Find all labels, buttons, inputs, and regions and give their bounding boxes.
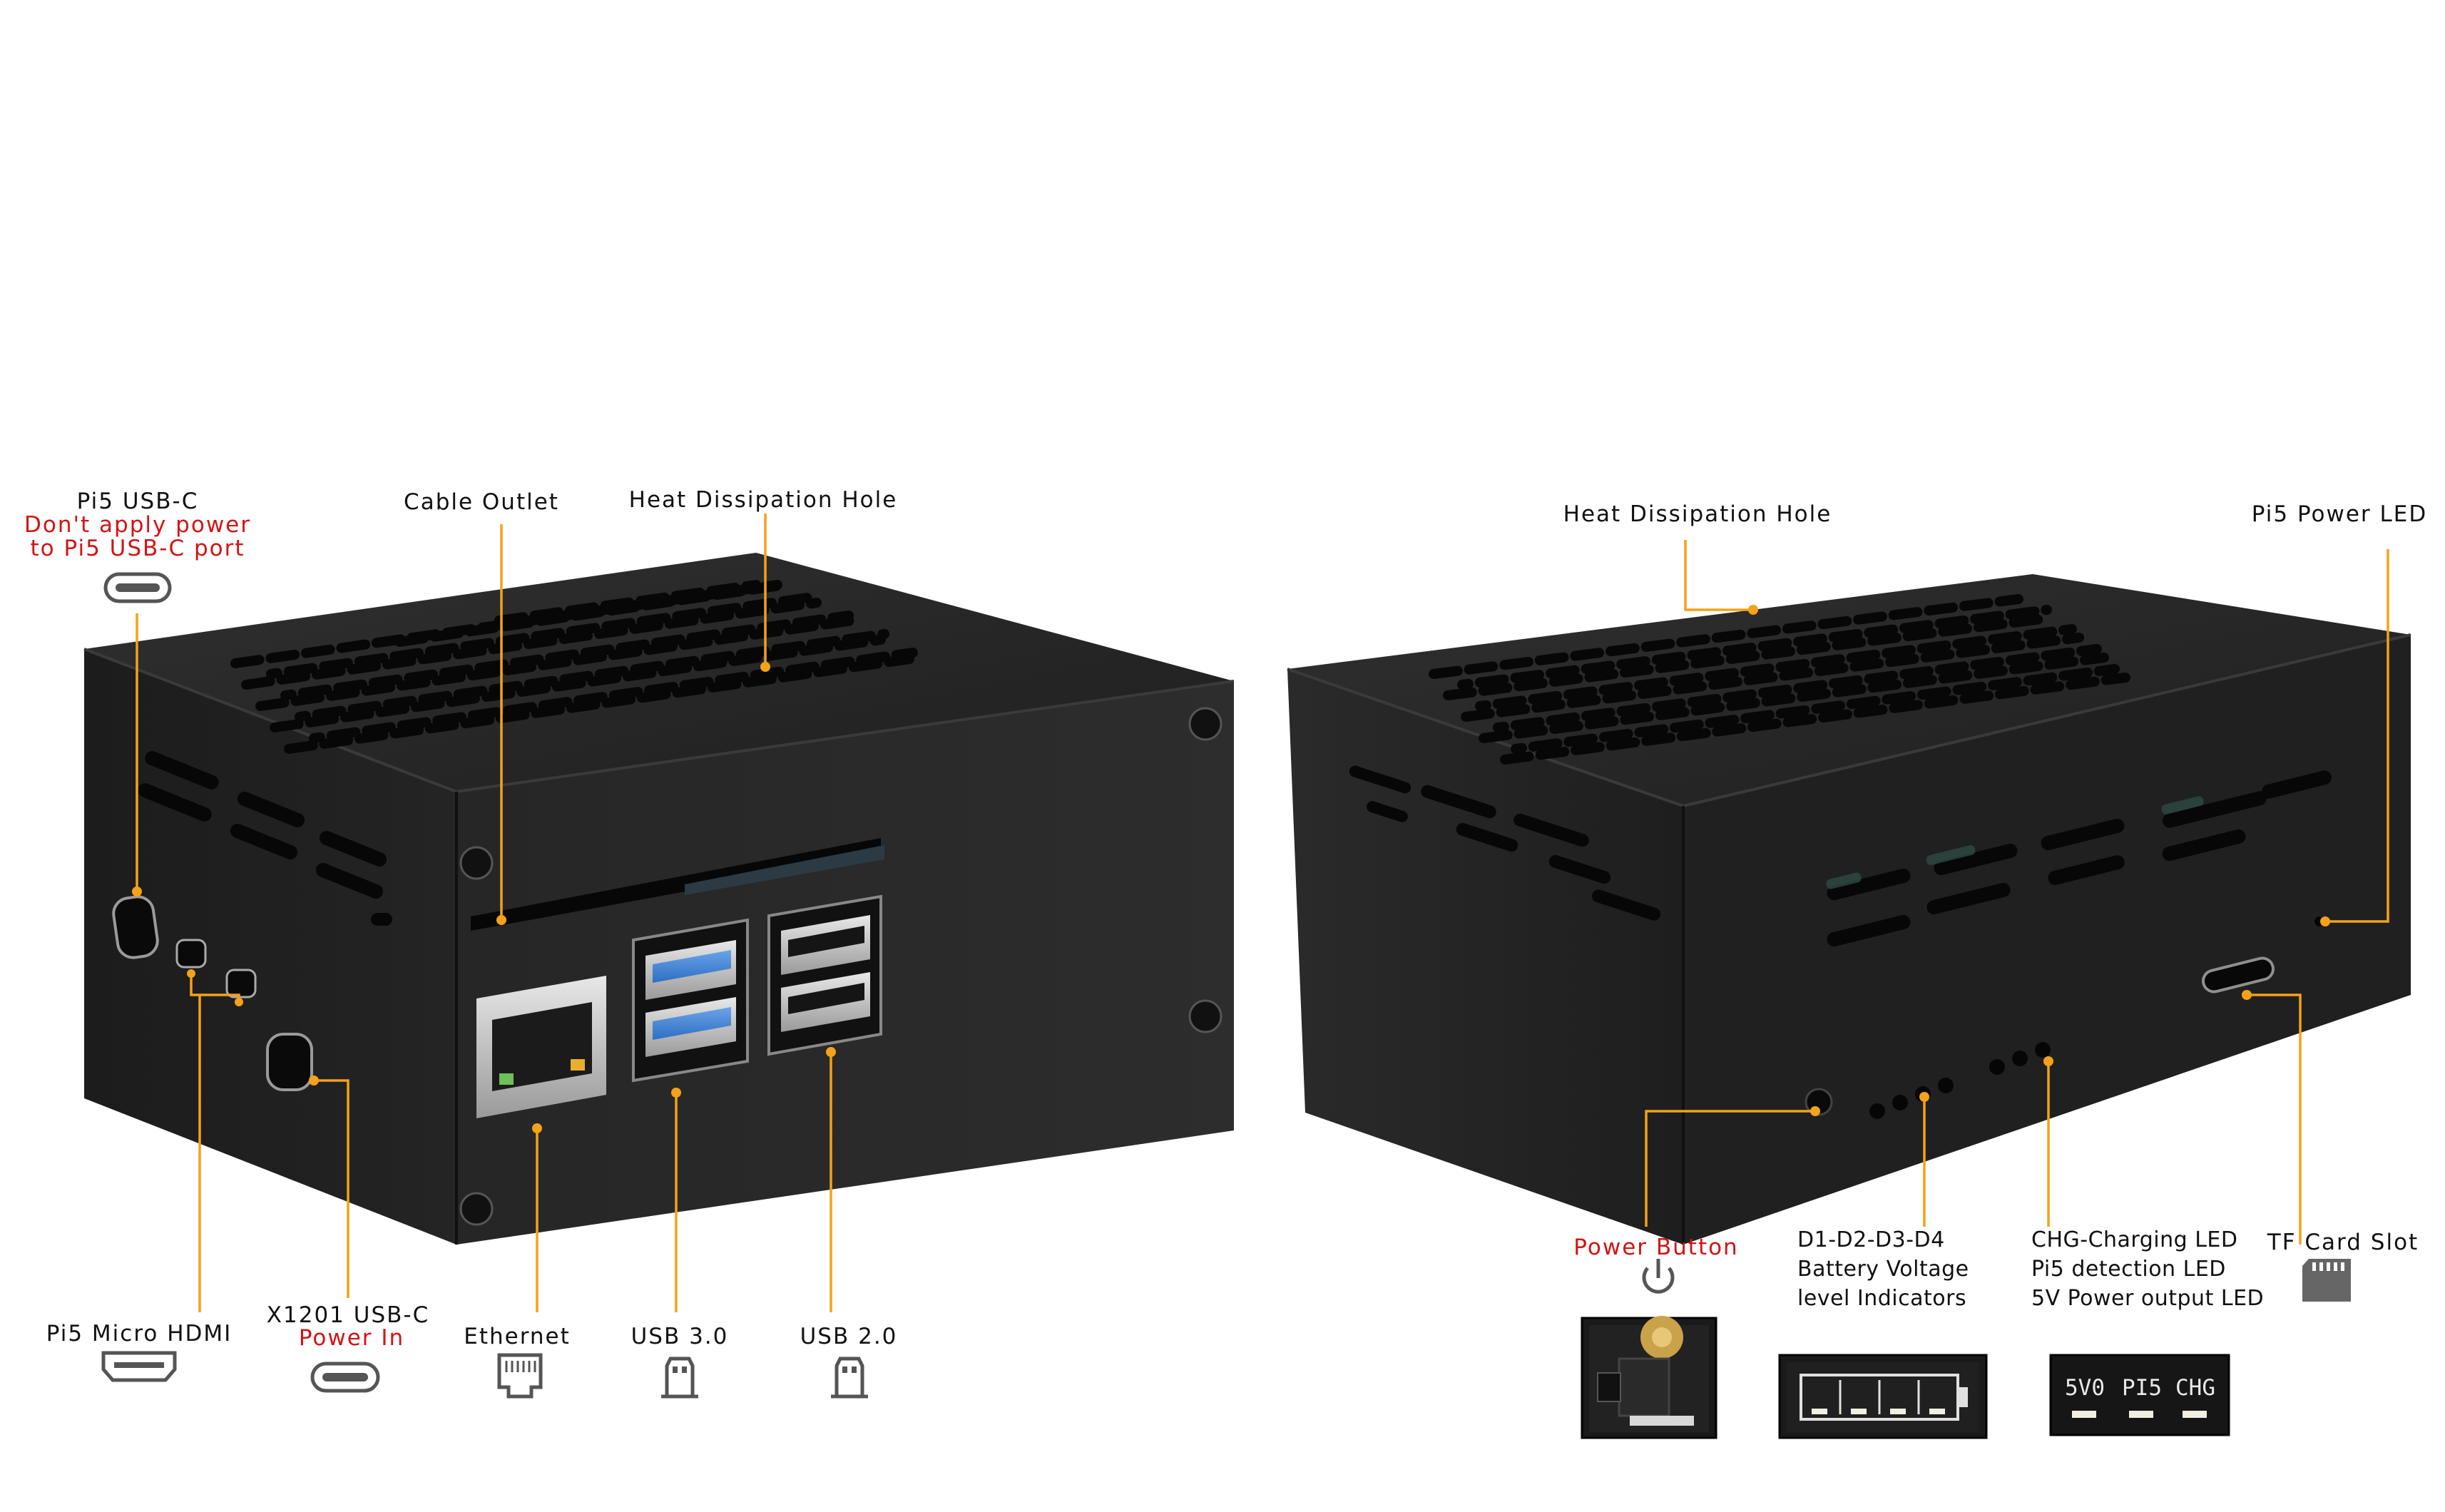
micro-hdmi-label: Pi5 Micro HDMI [46, 1321, 233, 1347]
cable-outlet-slot [471, 838, 881, 931]
left-case [83, 553, 1235, 1245]
cable-outlet-label: Cable Outlet [404, 489, 559, 515]
status-leds-line1: CHG-Charging LED [2031, 1227, 2238, 1252]
silkscreen-chg: CHG [2175, 1375, 2215, 1401]
micro-hdmi-icon [101, 1351, 177, 1382]
ethernet-port [476, 976, 606, 1118]
usb3-label: USB 3.0 [631, 1324, 729, 1349]
battery-indicators-line2: Battery Voltage [1797, 1257, 1969, 1282]
usb-c-icon [103, 572, 172, 603]
left-micro-hdmi-port-1 [175, 939, 207, 969]
pi5-usbc-warning-line2: to Pi5 USB-C port [30, 536, 245, 561]
right-heat-hole-label: Heat Dissipation Hole [1563, 501, 1832, 527]
left-heat-hole-label: Heat Dissipation Hole [628, 487, 898, 513]
right-case [1287, 574, 2411, 1245]
right-front-vents [1827, 770, 2332, 947]
sd-card-icon [2302, 1259, 2351, 1302]
power-button-photo [1581, 1316, 1717, 1439]
pi5-usbc-warning-line1: Don't apply power [24, 512, 251, 538]
battery-indicators-line3: level Indicators [1797, 1286, 1967, 1311]
tf-card-slot [2202, 956, 2275, 993]
usb3-port-stack [632, 918, 749, 1083]
x1201-usbc-label: X1201 USB-C [266, 1302, 430, 1328]
callout-dots [132, 605, 2330, 1133]
left-case-screws [459, 707, 1222, 1226]
battery-indicators-line1: D1-D2-D3-D4 [1797, 1227, 1945, 1252]
usb-a-icon [661, 1357, 698, 1399]
status-leds-line3: 5V Power output LED [2031, 1286, 2265, 1311]
usb-a-icon [831, 1357, 868, 1399]
left-pi5-usbc-port [112, 895, 159, 959]
usb2-label: USB 2.0 [800, 1324, 898, 1349]
status-led-holes [1989, 1042, 2051, 1075]
status-leds-line2: Pi5 detection LED [2031, 1257, 2226, 1282]
right-heat-slots [1429, 594, 2130, 765]
ethernet-icon [497, 1353, 543, 1399]
left-side-vents [138, 751, 392, 926]
tf-card-slot-label: TF Card Slot [2267, 1230, 2419, 1255]
usb-c-icon [310, 1362, 380, 1393]
status-leds-photo [2049, 1354, 2230, 1436]
left-micro-hdmi-port-2 [225, 969, 257, 998]
right-case-front-short [1683, 635, 2411, 1245]
ethernet-label: Ethernet [464, 1324, 571, 1349]
pi5-power-led-label: Pi5 Power LED [2251, 501, 2428, 527]
right-side-vents [1349, 765, 1660, 921]
silkscreen-5v0: 5V0 [2065, 1375, 2105, 1401]
left-heat-slots [230, 580, 918, 754]
usb2-port-stack [767, 894, 882, 1056]
silkscreen-pi5: PI5 [2122, 1375, 2162, 1401]
battery-leds-photo [1778, 1354, 1988, 1439]
x1201-power-in-label: Power In [298, 1325, 405, 1351]
power-icon [1642, 1259, 1675, 1294]
left-x1201-usbc-port [266, 1033, 313, 1091]
power-button-label: Power Button [1573, 1235, 1739, 1260]
callout-lines [136, 514, 2389, 1312]
pi5-usbc-title: Pi5 USB-C [76, 489, 199, 514]
